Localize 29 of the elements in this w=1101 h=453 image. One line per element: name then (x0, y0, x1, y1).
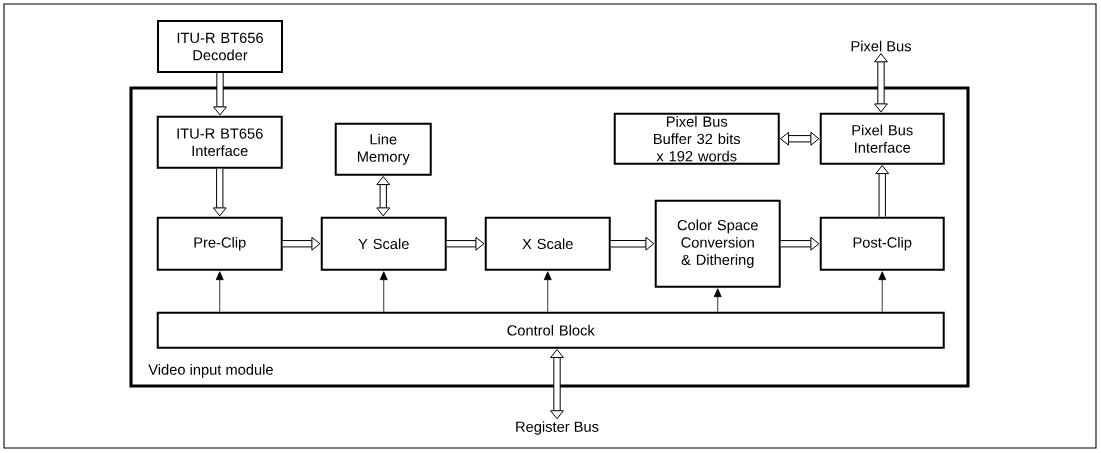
block-box: ITU-R BT656 Interface (156, 115, 283, 169)
bus-label: Register Bus (516, 421, 599, 435)
hollow-arrow (780, 131, 820, 146)
block-box: Control Block (156, 311, 945, 349)
block-box: Line Memory (334, 122, 432, 176)
hollow-arrow (446, 236, 485, 251)
block-box: Pixel Bus Interface (819, 112, 945, 165)
arrow (543, 271, 552, 313)
arrow (215, 271, 224, 313)
hollow-arrow (610, 236, 655, 251)
hollow-arrow (780, 236, 820, 251)
block-box: ITU-R BT656 Decoder (157, 20, 283, 73)
hollow-arrow (213, 73, 227, 116)
block-box: Post-Clip (819, 216, 945, 271)
hollow-arrow (874, 53, 888, 113)
arrow (878, 271, 887, 313)
hollow-arrow (550, 349, 564, 420)
arrow (713, 288, 722, 313)
block-box: Pre-Clip (156, 216, 283, 271)
block-box: Pixel Bus Buffer 32 bits x 192 words (613, 112, 780, 165)
bus-label: Pixel Bus (851, 40, 911, 52)
hollow-arrow (376, 176, 391, 217)
block-box: X Scale (484, 216, 611, 271)
block-box: Y Scale (320, 216, 447, 271)
hollow-arrow (282, 236, 321, 251)
hollow-arrow (875, 165, 890, 217)
hollow-arrow (212, 168, 227, 217)
block-box: Color Space Conversion & Dithering (654, 199, 781, 288)
arrow (379, 271, 388, 313)
